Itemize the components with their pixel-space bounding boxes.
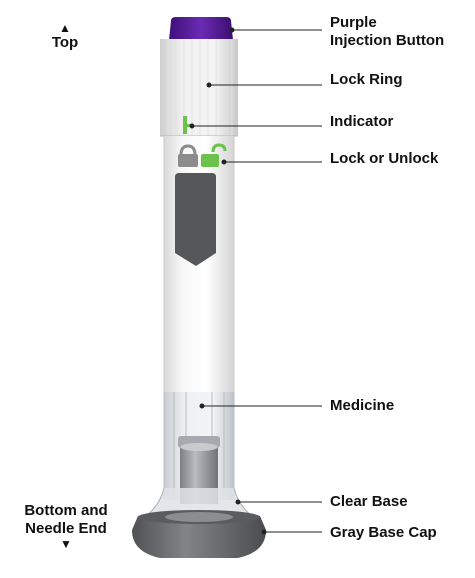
bottom-text-2: Needle End (25, 520, 107, 537)
leader-lines (189, 27, 322, 535)
purple-button-text-2: Injection Button (330, 32, 445, 49)
medicine-label: Medicine (330, 397, 395, 414)
purple-button-text-1: Purple (330, 14, 377, 31)
lock-ring (160, 39, 238, 136)
up-arrow-icon: ▲ (59, 21, 71, 35)
gray-base-cap (132, 516, 266, 558)
lock-ring-label: Lock Ring (330, 71, 403, 88)
indicator-mark (183, 116, 192, 134)
lock-ring-ribs (167, 39, 233, 136)
medicine-window (175, 173, 216, 266)
indicator-label: Indicator (330, 113, 394, 130)
lock-icon (178, 144, 198, 167)
bottom-label: Bottom and Needle End ▼ (14, 502, 118, 550)
clear-base-label: Clear Base (330, 493, 408, 510)
injection-button (169, 17, 233, 40)
unlock-icon (201, 143, 227, 167)
purple-injection-button-label: Purple Injection Button (330, 14, 444, 50)
top-text: Top (51, 34, 79, 51)
clear-base (146, 488, 252, 516)
down-arrow-icon: ▼ (60, 537, 72, 551)
gray-base-cap-label: Gray Base Cap (330, 524, 437, 541)
bottom-text-1: Bottom and (24, 502, 108, 519)
lock-or-unlock-label: Lock or Unlock (330, 150, 439, 167)
top-label: ▲ Top (48, 22, 82, 52)
